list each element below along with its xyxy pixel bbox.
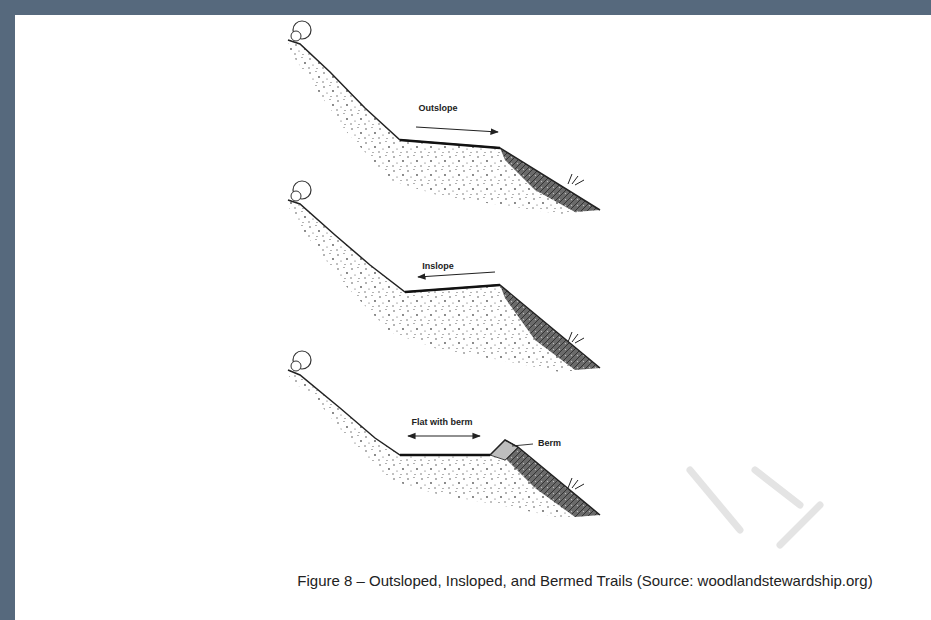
leader-line [512,444,533,446]
slope-label: Outslope [416,103,459,113]
berm-section [288,351,600,518]
watermark [690,470,820,545]
frame-bar [0,0,15,620]
figure-caption: Figure 8 – Outsloped, Insloped, and Berm… [297,572,872,589]
inslope-section [288,181,600,372]
slope-label: Flat with berm [409,417,474,427]
frame-bar [0,0,931,15]
slope-label: Inslope [420,261,456,271]
outslope-section [288,21,600,214]
callout-label: Berm [536,438,563,448]
